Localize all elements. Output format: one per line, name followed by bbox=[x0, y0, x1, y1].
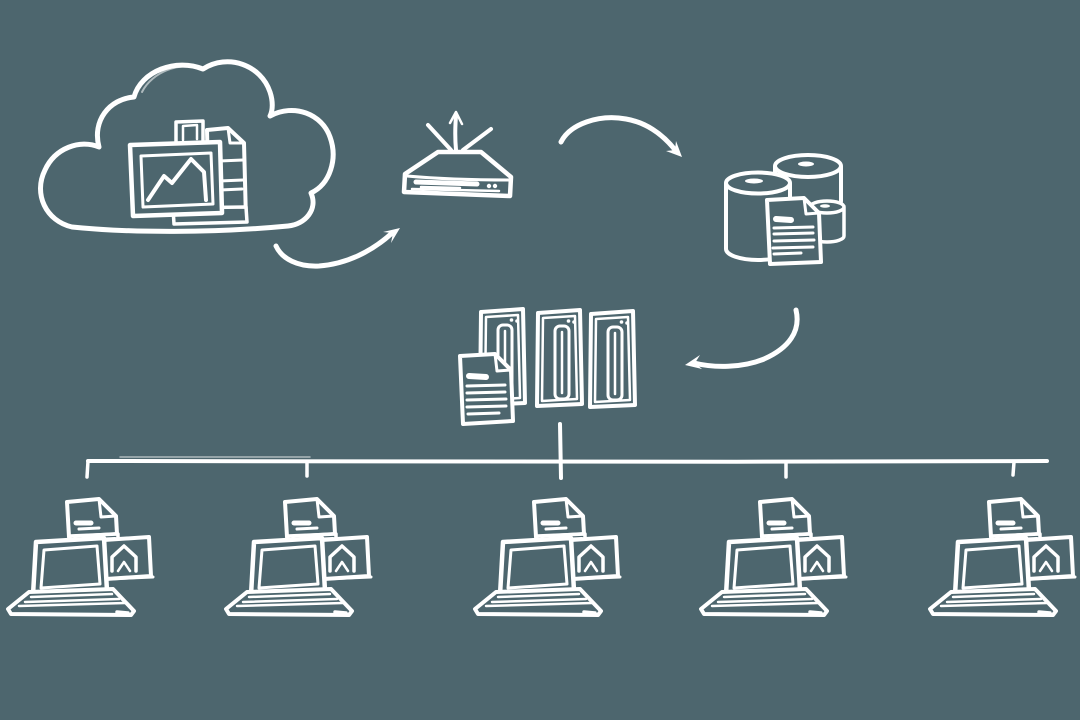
server-icon bbox=[458, 307, 637, 426]
database-icon bbox=[724, 153, 846, 266]
arrow-router-to-databases bbox=[558, 115, 682, 157]
server-tower-3 bbox=[588, 309, 637, 409]
workstation-icon-1 bbox=[8, 499, 153, 615]
mountain-graphic bbox=[146, 157, 208, 202]
arrow-databases-to-servers bbox=[685, 307, 800, 369]
arrow-cloud-to-router bbox=[273, 228, 400, 269]
router-icon bbox=[401, 110, 514, 199]
workstation-icon-4 bbox=[701, 499, 846, 615]
cloud-icon bbox=[38, 59, 336, 234]
tree-connector bbox=[85, 422, 1049, 480]
workstation-icon-5 bbox=[930, 499, 1075, 615]
workstation-icon-2 bbox=[226, 499, 371, 615]
antenna-icon bbox=[453, 114, 458, 152]
workstation-icon-3 bbox=[475, 499, 620, 615]
server-tower-2 bbox=[535, 308, 584, 408]
